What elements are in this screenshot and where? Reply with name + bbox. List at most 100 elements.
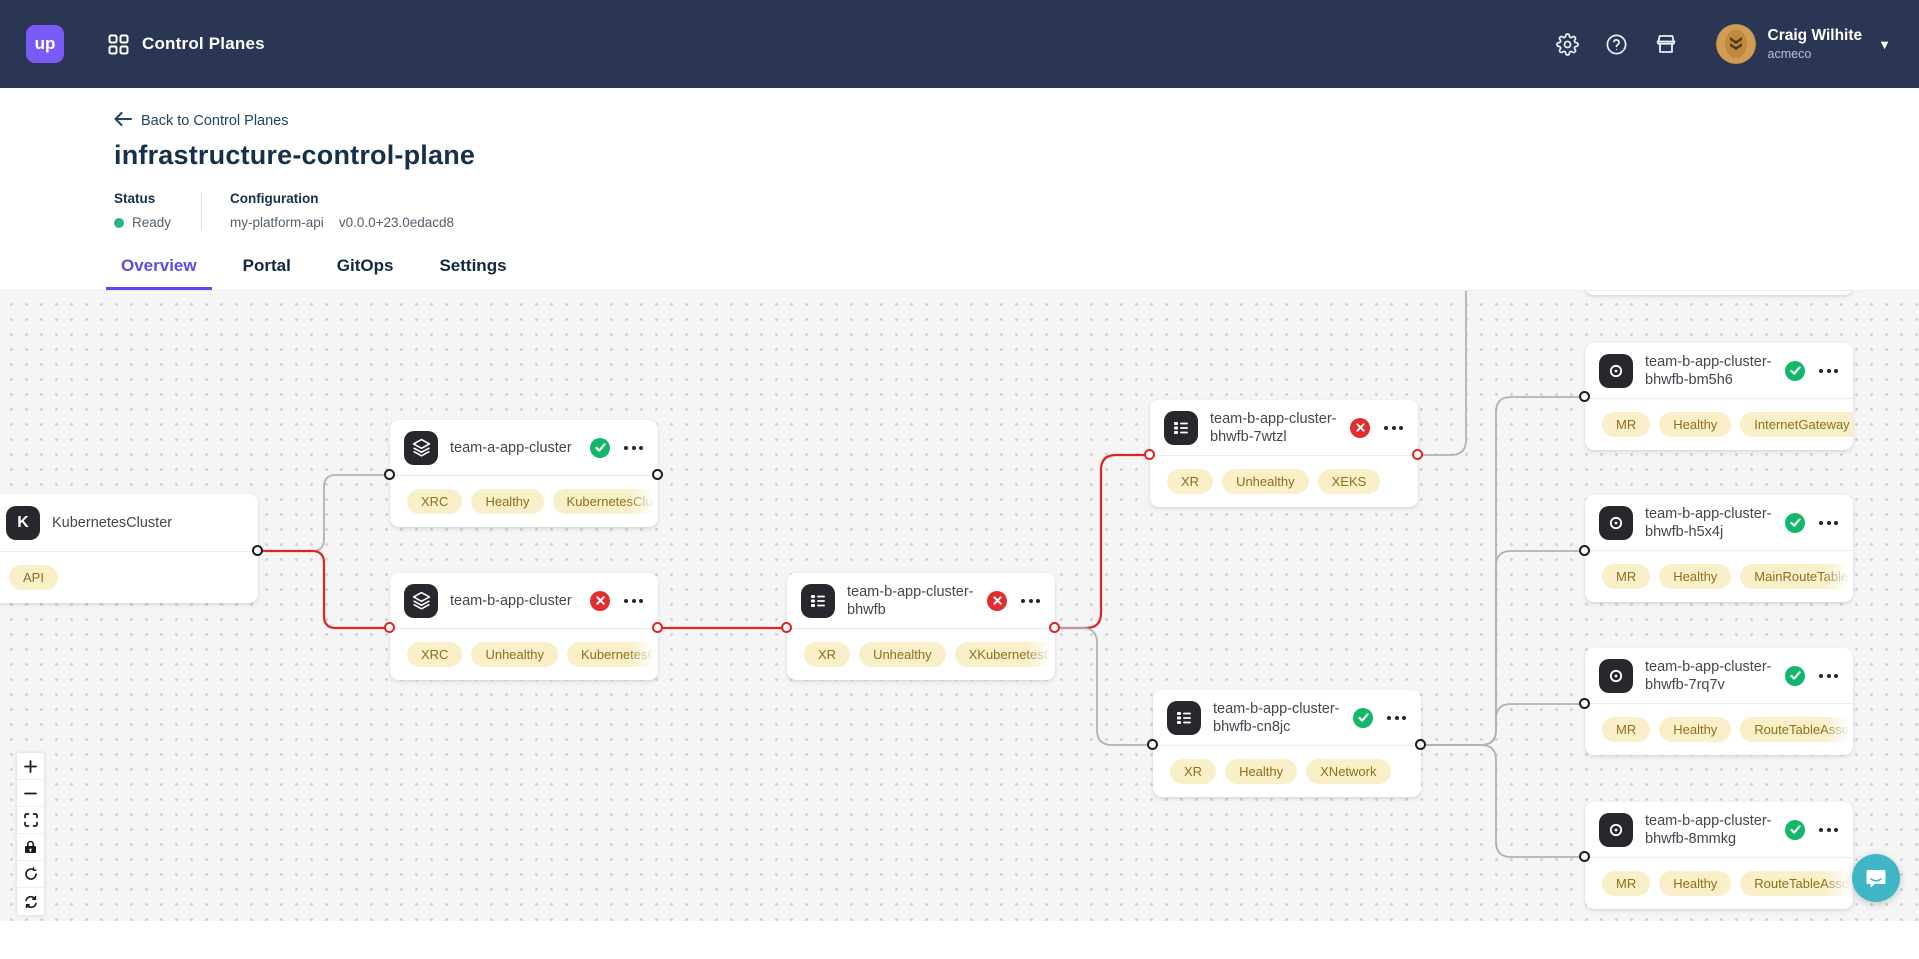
- back-to-control-planes-link[interactable]: Back to Control Planes: [114, 112, 289, 130]
- node-team-b-app-cluster-bhwfb[interactable]: team-b-app-cluster-bhwfb XR Unhealthy XK…: [787, 573, 1055, 680]
- user-menu-chevron-down-icon[interactable]: ▼: [1878, 36, 1891, 52]
- resource-graph-canvas[interactable]: K KubernetesCluster API team-a-app-clust…: [0, 290, 1919, 921]
- node-partial-top[interactable]: [1585, 291, 1853, 295]
- connection-handle[interactable]: [652, 622, 663, 633]
- connection-handle[interactable]: [1049, 622, 1060, 633]
- meta-divider: [201, 193, 203, 230]
- connection-handle[interactable]: [652, 469, 663, 480]
- edge: [1421, 396, 1585, 746]
- page-title: infrastructure-control-plane: [114, 140, 476, 170]
- badge: MR: [1602, 871, 1651, 896]
- status-label: Status: [114, 191, 156, 206]
- node-menu-button[interactable]: [1019, 593, 1042, 609]
- control-planes-grid-icon: [108, 34, 129, 55]
- badge: XR: [1170, 759, 1217, 784]
- chat-launcher-button[interactable]: [1852, 854, 1900, 902]
- badge: XR: [804, 642, 851, 667]
- node-team-b-app-cluster-bhwfb-h5x4j[interactable]: team-b-app-cluster-bhwfb-h5x4j MR Health…: [1585, 495, 1853, 602]
- badge: Healthy: [471, 489, 544, 514]
- badge: KubernetesCluster: [552, 489, 658, 514]
- page-header: Back to Control Planes infrastructure-co…: [0, 88, 1919, 290]
- node-team-a-app-cluster[interactable]: team-a-app-cluster XRC Healthy Kubernete…: [390, 420, 658, 527]
- node-menu-button[interactable]: [1817, 822, 1840, 838]
- edge: [258, 549, 390, 630]
- connection-handle[interactable]: [252, 545, 263, 556]
- lock-button[interactable]: [17, 834, 44, 861]
- upbound-logo[interactable]: up: [26, 25, 64, 63]
- layers-icon: [404, 583, 438, 618]
- badge: XR: [1167, 469, 1214, 494]
- error-x-icon: [1350, 417, 1370, 438]
- managed-resource-icon: [1599, 353, 1633, 388]
- marketplace-icon[interactable]: [1654, 32, 1678, 56]
- badge: MR: [1602, 717, 1651, 742]
- node-team-b-app-cluster-bhwfb-7rq7v[interactable]: team-b-app-cluster-bhwfb-7rq7v MR Health…: [1585, 648, 1853, 755]
- settings-gear-icon[interactable]: [1555, 32, 1579, 56]
- status-value: Ready: [132, 215, 172, 230]
- node-menu-button[interactable]: [1385, 710, 1408, 726]
- node-team-b-app-cluster-bhwfb-cn8jc[interactable]: team-b-app-cluster-bhwfb-cn8jc XR Health…: [1153, 690, 1421, 797]
- connection-handle[interactable]: [1579, 851, 1590, 862]
- composite-resource-icon: [801, 583, 835, 618]
- badge: Healthy: [1659, 871, 1732, 896]
- badge: Healthy: [1225, 759, 1298, 784]
- user-avatar[interactable]: [1715, 24, 1756, 64]
- edge: [1055, 453, 1150, 630]
- fit-view-button[interactable]: [17, 807, 44, 834]
- connection-handle[interactable]: [1415, 739, 1426, 750]
- connection-handle[interactable]: [1147, 739, 1158, 750]
- node-kubernetescluster[interactable]: K KubernetesCluster API: [0, 494, 258, 603]
- error-x-icon: [987, 590, 1007, 611]
- connection-handle[interactable]: [781, 622, 792, 633]
- healthy-check-icon: [1785, 819, 1805, 840]
- badge: XRC: [407, 642, 463, 667]
- connection-handle[interactable]: [1579, 698, 1590, 709]
- composite-resource-icon: [1164, 410, 1198, 445]
- tab-portal[interactable]: Portal: [242, 256, 291, 275]
- tab-overview[interactable]: Overview: [106, 256, 212, 290]
- managed-resource-icon: [1599, 505, 1633, 540]
- node-menu-button[interactable]: [622, 593, 645, 609]
- kubernetes-icon: K: [6, 505, 40, 540]
- app-title: Control Planes: [142, 34, 265, 53]
- connection-handle[interactable]: [1144, 449, 1155, 460]
- reset-rotation-button[interactable]: [17, 861, 44, 888]
- connection-handle[interactable]: [384, 469, 395, 480]
- healthy-check-icon: [1785, 512, 1805, 533]
- connection-handle[interactable]: [1412, 449, 1423, 460]
- composite-resource-icon: [1167, 700, 1201, 735]
- edge: [258, 474, 390, 552]
- tab-gitops[interactable]: GitOps: [336, 256, 394, 275]
- badge: MR: [1602, 564, 1651, 589]
- node-menu-button[interactable]: [1817, 363, 1840, 379]
- node-menu-button[interactable]: [622, 440, 645, 456]
- relayout-button[interactable]: [17, 888, 44, 915]
- meta-row: Status Ready Configuration my-platform-a…: [114, 191, 1919, 230]
- node-menu-button[interactable]: [1817, 515, 1840, 531]
- canvas-controls: [17, 753, 44, 915]
- node-team-b-app-cluster-bhwfb-8mmkg[interactable]: team-b-app-cluster-bhwfb-8mmkg MR Health…: [1585, 802, 1853, 909]
- connection-handle[interactable]: [1579, 391, 1590, 402]
- user-name: Craig Wilhite: [1767, 26, 1863, 44]
- node-team-b-app-cluster-bhwfb-bm5h6[interactable]: team-b-app-cluster-bhwfb-bm5h6 MR Health…: [1585, 343, 1853, 450]
- badge: API: [9, 565, 58, 590]
- healthy-check-icon: [1785, 665, 1805, 686]
- connection-handle[interactable]: [1579, 545, 1590, 556]
- tab-settings[interactable]: Settings: [439, 256, 507, 275]
- node-team-b-app-cluster-bhwfb-7wtzl[interactable]: team-b-app-cluster-bhwfb-7wtzl XR Unheal…: [1150, 400, 1418, 507]
- zoom-out-button[interactable]: [17, 780, 44, 807]
- node-team-b-app-cluster[interactable]: team-b-app-cluster XRC Unhealthy Kuberne…: [390, 573, 658, 680]
- zoom-in-button[interactable]: [17, 753, 44, 780]
- help-icon[interactable]: [1605, 33, 1628, 56]
- badge: InternetGateway: [1740, 412, 1853, 437]
- configuration-name: my-platform-api: [230, 215, 324, 230]
- edge: [1055, 627, 1153, 746]
- node-menu-button[interactable]: [1382, 420, 1405, 436]
- top-navbar: up Control Planes: [0, 0, 1919, 88]
- badge: RouteTableAssociation: [1740, 871, 1853, 896]
- node-menu-button[interactable]: [1817, 668, 1840, 684]
- badge: Unhealthy: [1222, 469, 1309, 494]
- badge: XEKS: [1317, 469, 1381, 494]
- user-info[interactable]: Craig Wilhite acmeco: [1768, 27, 1863, 61]
- connection-handle[interactable]: [384, 622, 395, 633]
